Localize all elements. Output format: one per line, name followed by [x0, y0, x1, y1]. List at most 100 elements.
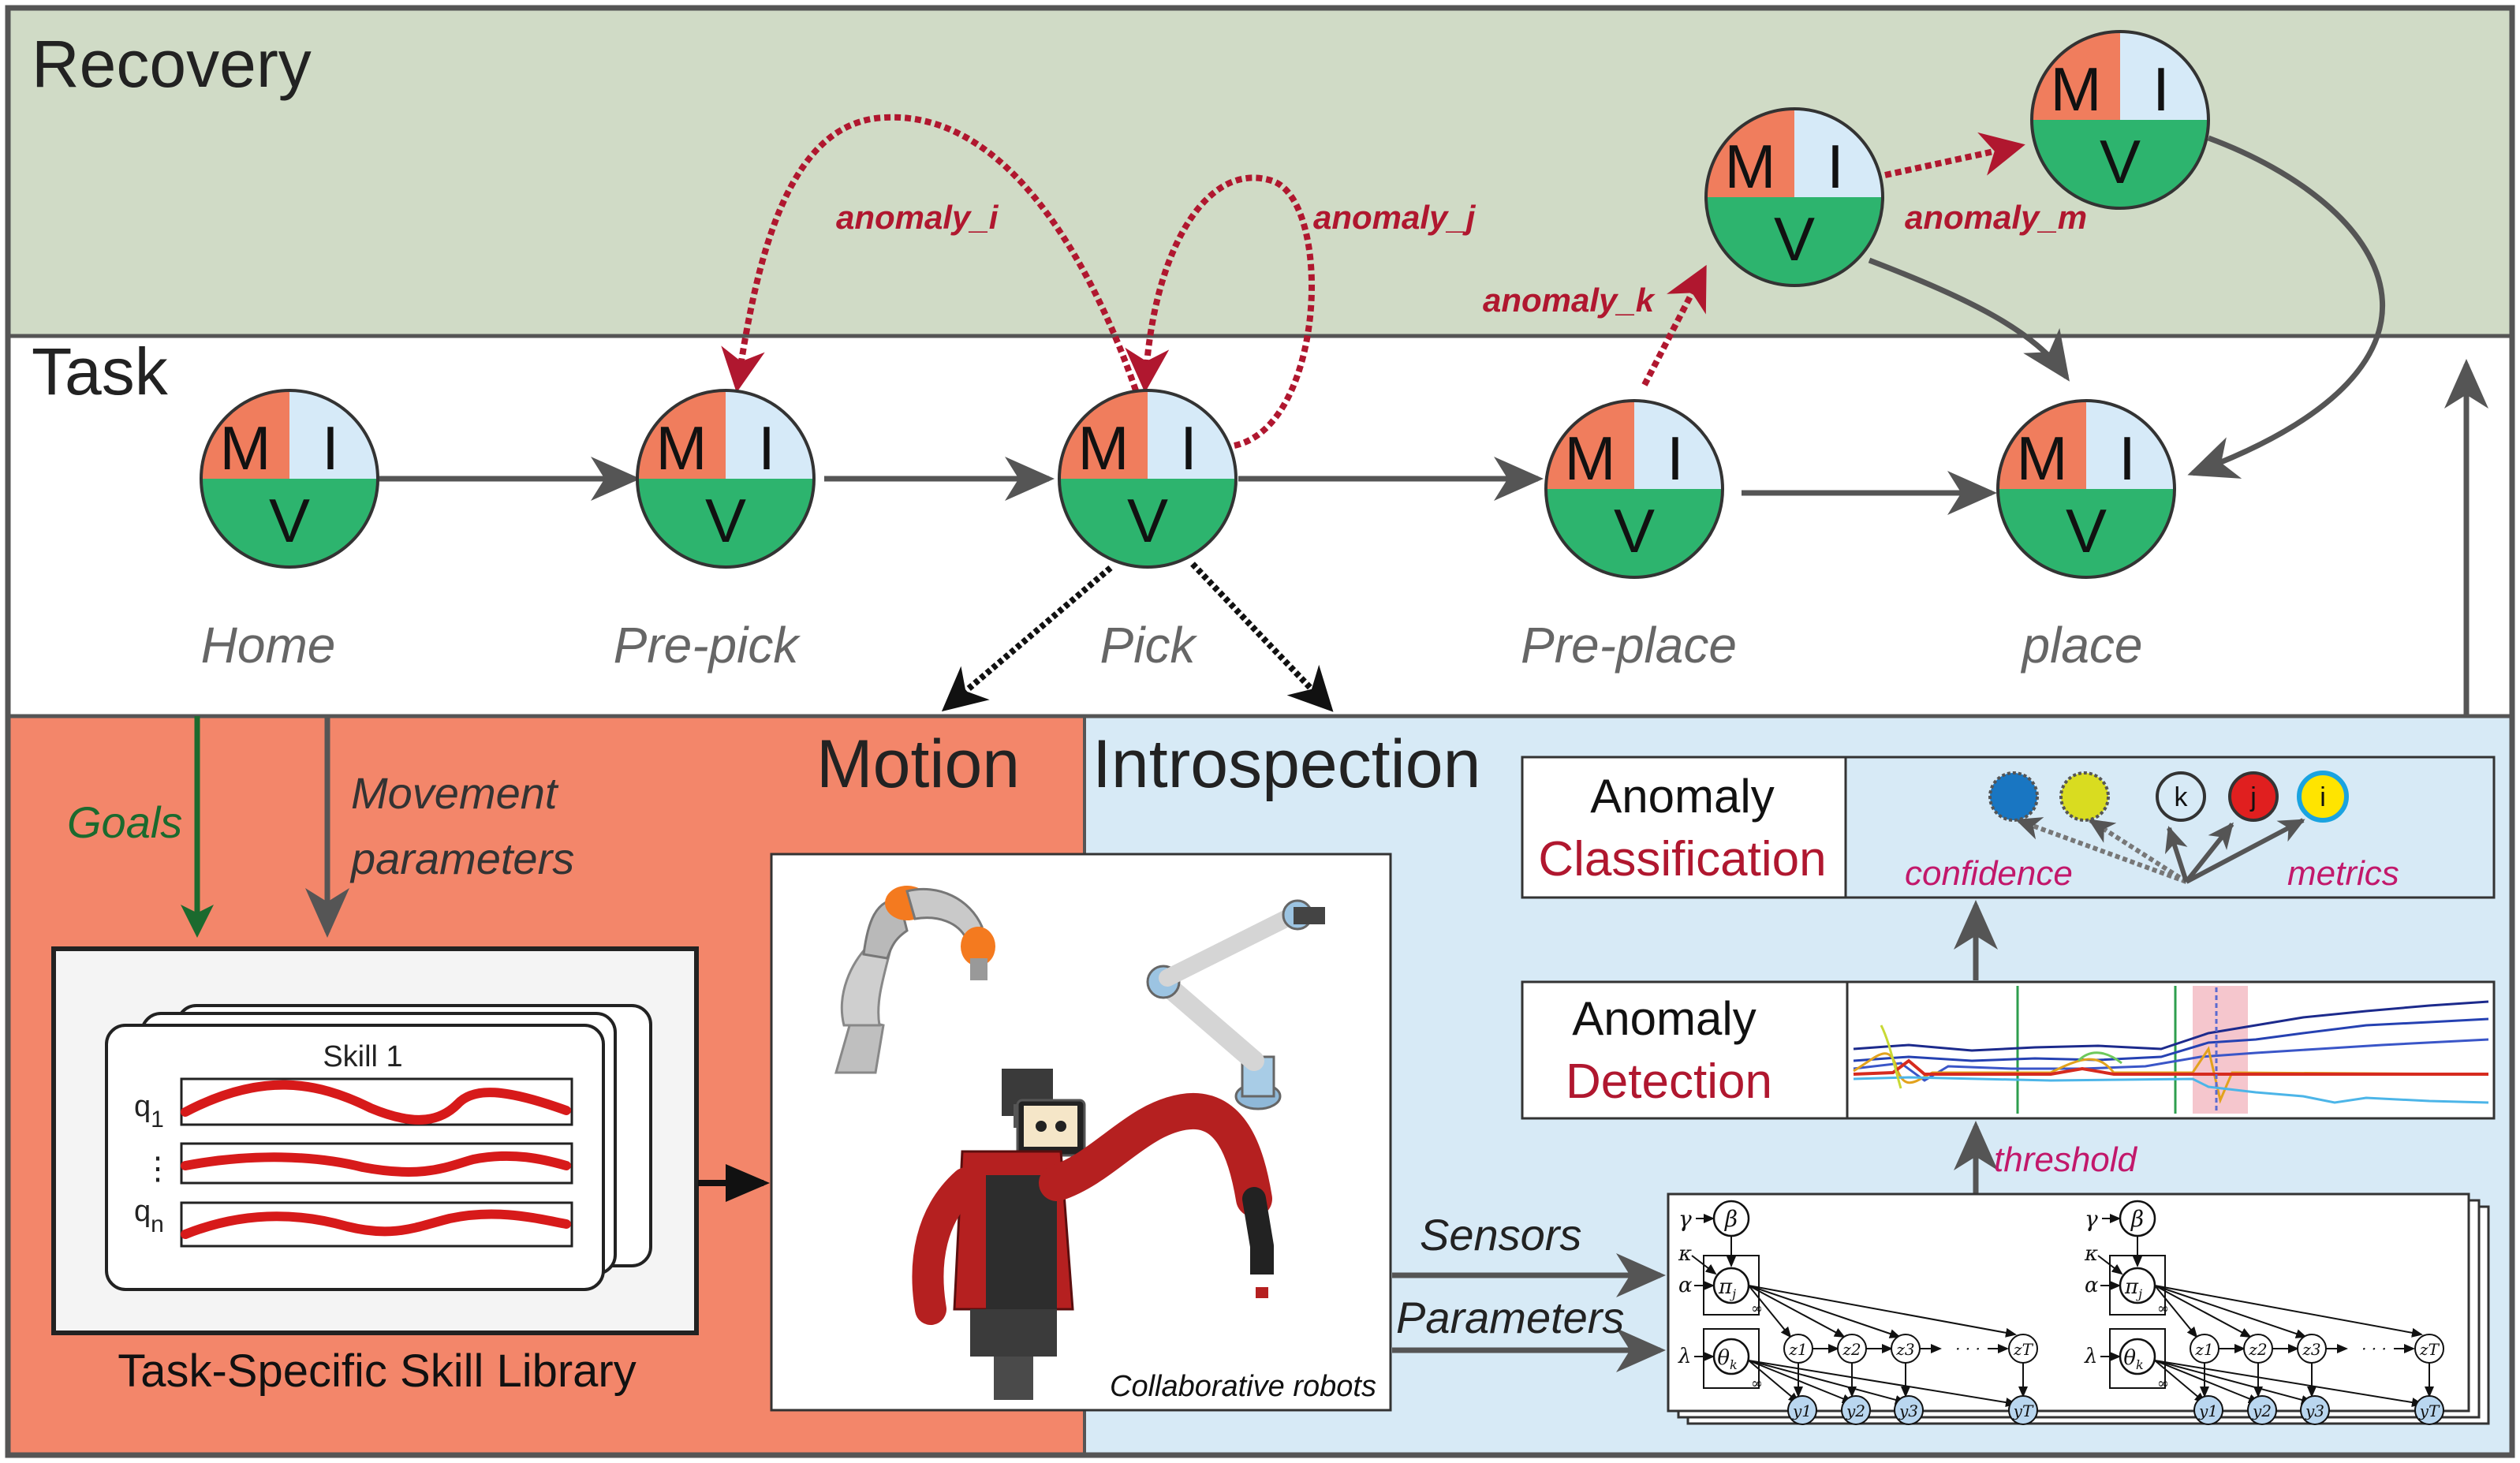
- svg-text:· · ·: · · ·: [2361, 1339, 2387, 1358]
- task-label-pre-place: Pre-place: [1521, 617, 1737, 674]
- trajectory-mid: [181, 1151, 571, 1177]
- svg-text:β: β: [1724, 1206, 1738, 1232]
- svg-text:λ: λ: [1678, 1345, 1691, 1368]
- svg-text:γ: γ: [2085, 1206, 2098, 1232]
- dots-label: ⋮: [142, 1151, 174, 1186]
- motion-title: Motion: [816, 726, 1020, 802]
- svg-text:yT: yT: [2419, 1401, 2440, 1420]
- introspection-title: Introspection: [1092, 726, 1480, 802]
- trajectory-qn: [181, 1209, 571, 1239]
- q1-label: q1: [134, 1090, 164, 1133]
- class-circle-yellow: [2059, 771, 2110, 822]
- svg-text:zT: zT: [2013, 1340, 2034, 1359]
- svg-text:λ: λ: [2084, 1345, 2097, 1368]
- svg-text:z3: z3: [2302, 1340, 2320, 1359]
- miv-node-home: M I V: [200, 389, 379, 569]
- miv-node-pre-place: M I V: [1544, 399, 1724, 579]
- threshold-label: threshold: [1994, 1140, 2138, 1179]
- svg-text:y2: y2: [1846, 1401, 1865, 1420]
- svg-text:I: I: [1180, 413, 1197, 483]
- class-circle-blue: [1988, 771, 2039, 822]
- svg-text:M: M: [1078, 413, 1129, 483]
- svg-text:M: M: [220, 413, 271, 483]
- sensors-label: Sensors: [1420, 1210, 1581, 1260]
- svg-text:i: i: [2320, 782, 2326, 812]
- skill-library-label: Task-Specific Skill Library: [118, 1345, 637, 1397]
- svg-text:α: α: [1678, 1274, 1693, 1297]
- svg-text:zT: zT: [2419, 1340, 2440, 1359]
- svg-text:z2: z2: [1842, 1340, 1861, 1359]
- classification-label-box: [1521, 756, 1847, 899]
- anomaly-m-label: anomaly_m: [1905, 199, 2087, 236]
- class-circle-i: [2297, 771, 2349, 823]
- svg-text:θk: θk: [2123, 1346, 2143, 1372]
- svg-text:V: V: [1614, 496, 1655, 565]
- svg-text:∞: ∞: [1751, 1301, 1763, 1317]
- svg-text:y2: y2: [2252, 1401, 2272, 1420]
- svg-text:I: I: [1827, 132, 1844, 201]
- detection-plot-box: [1846, 980, 2496, 1120]
- anomaly-i-label: anomaly_i: [836, 199, 999, 236]
- classification-line2: Classification: [1538, 832, 1826, 886]
- qn-label: qn: [134, 1195, 164, 1237]
- svg-text:z1: z1: [1788, 1340, 1807, 1359]
- model-card-front: [1667, 1192, 2470, 1413]
- svg-text:α: α: [2085, 1274, 2099, 1297]
- classification-circles: k j i: [1988, 771, 2349, 884]
- miv-node-pre-pick: M I V: [636, 389, 816, 569]
- task-title: Task: [32, 334, 169, 409]
- class-circle-k: [2156, 771, 2206, 822]
- metrics-label: metrics: [2287, 854, 2399, 893]
- svg-text:∞: ∞: [1751, 1375, 1763, 1392]
- svg-text:y1: y1: [1792, 1401, 1812, 1420]
- svg-text:· · ·: · · ·: [1955, 1339, 1981, 1358]
- svg-text:I: I: [2119, 424, 2136, 493]
- svg-text:β: β: [2130, 1206, 2144, 1232]
- svg-text:θk: θk: [1717, 1346, 1737, 1372]
- svg-text:y1: y1: [2198, 1401, 2218, 1420]
- svg-text:πj: πj: [1718, 1275, 1736, 1301]
- outer-frame: [5, 5, 2515, 1458]
- skill-track-mid: [180, 1142, 573, 1185]
- svg-text:z3: z3: [1895, 1340, 1914, 1359]
- robots-caption: Collaborative robots: [1110, 1370, 1376, 1403]
- svg-text:y3: y3: [2305, 1401, 2324, 1420]
- svg-text:I: I: [1667, 424, 1684, 493]
- baxter-robot: [912, 1069, 1274, 1400]
- svg-text:∞: ∞: [2157, 1301, 2169, 1317]
- detection-label-box: [1521, 980, 1849, 1120]
- svg-text:V: V: [1127, 486, 1168, 555]
- svg-text:κ: κ: [1678, 1242, 1692, 1266]
- svg-text:V: V: [2066, 496, 2107, 565]
- svg-text:z2: z2: [2248, 1340, 2267, 1359]
- svg-text:πj: πj: [2124, 1275, 2142, 1301]
- svg-text:V: V: [2100, 127, 2141, 196]
- svg-text:j: j: [2249, 782, 2257, 812]
- svg-text:V: V: [705, 486, 746, 555]
- confidence-label: confidence: [1905, 854, 2073, 893]
- skill-track-qn: [180, 1201, 573, 1248]
- svg-text:k: k: [2175, 782, 2189, 812]
- svg-text:γ: γ: [1678, 1206, 1692, 1232]
- movement-label-line1: Movement: [351, 768, 559, 818]
- kuka-robot: [834, 886, 995, 1074]
- miv-node-recovery-2: M I V: [2030, 30, 2210, 210]
- miv-node-pick: M I V: [1058, 389, 1238, 569]
- anomaly-k-label: anomaly_k: [1483, 282, 1656, 319]
- classification-line1: Anomaly: [1590, 770, 1774, 823]
- graphical-model-left: γ β κ α πj ∞ λ θk ∞ z1 z2: [1678, 1200, 2038, 1425]
- svg-text:M: M: [2017, 424, 2068, 493]
- svg-text:z1: z1: [2194, 1340, 2213, 1359]
- svg-text:M: M: [1565, 424, 1616, 493]
- movement-label-line2: parameters: [349, 834, 574, 883]
- anomaly-j-label: anomaly_j: [1313, 199, 1477, 236]
- detection-line2: Detection: [1566, 1054, 1772, 1109]
- svg-text:y3: y3: [1898, 1401, 1918, 1420]
- recovery-title: Recovery: [32, 27, 312, 101]
- svg-text:V: V: [1774, 204, 1815, 274]
- task-label-pre-pick: Pre-pick: [614, 617, 801, 674]
- parameters-label: Parameters: [1396, 1293, 1624, 1342]
- svg-text:κ: κ: [2084, 1242, 2098, 1266]
- svg-text:M: M: [656, 413, 707, 483]
- svg-text:V: V: [269, 486, 310, 555]
